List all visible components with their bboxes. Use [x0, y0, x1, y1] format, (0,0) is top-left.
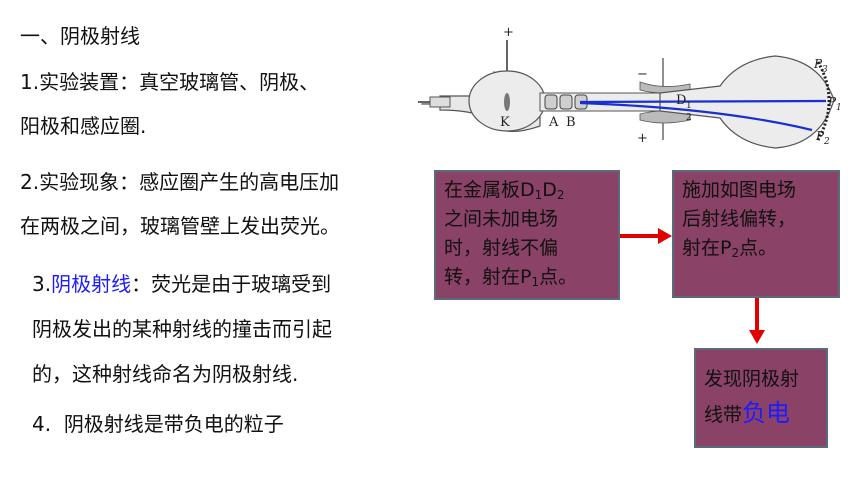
item-1-line1: 1.实验装置：真空玻璃管、阴极、: [20, 68, 319, 96]
item-3-line1: 3.阴极射线：荧光是由于玻璃受到: [32, 270, 331, 298]
arrow-right: [658, 228, 672, 244]
item-4-text: 阴极射线是带负电的粒子: [63, 412, 284, 436]
negative-charge-highlight: 负电: [742, 399, 791, 427]
item-4-prefix: 4.: [32, 412, 52, 436]
label-p2: P: [815, 129, 825, 143]
label-k: K: [500, 115, 510, 130]
label-a: A: [548, 115, 559, 130]
label-d1-sub: 1: [686, 101, 692, 111]
observation-box-with-field: 施加如图电场 后射线偏转， 射在P2点。: [672, 170, 840, 298]
beam-undeflected: [579, 99, 827, 104]
item-3-term: 阴极射线: [51, 272, 132, 296]
label-d2-sub: 2: [686, 113, 692, 123]
label-p1-sub: 1: [836, 103, 842, 113]
item-1-text: 实验装置：真空玻璃管、阴极、: [39, 70, 320, 94]
item-2-prefix: 2.: [20, 170, 40, 194]
label-p3-sub: 3: [822, 65, 828, 75]
item-2-line2: 在两极之间，玻璃管壁上发出荧光。: [20, 214, 340, 238]
arrow-down: [749, 330, 765, 344]
label-plus-bottom: +: [637, 131, 648, 146]
label-p1: P: [827, 95, 837, 109]
observation-box-no-field: 在金属板D1D2 之间未加电场 时，射线不偏 转，射在P1点。: [434, 170, 620, 300]
item-4: 4. 阴极射线是带负电的粒子: [32, 410, 284, 438]
item-3-line3: 的，这种射线命名为阴极射线.: [32, 362, 299, 386]
beam-deflected: [579, 101, 813, 132]
label-b: B: [566, 115, 576, 130]
item-2-text: 实验现象：感应圈产生的高电压加: [39, 170, 340, 194]
item-1-line2: 阳极和感应圈.: [20, 114, 147, 138]
label-d1: D: [676, 93, 686, 108]
section-heading: 一、阴极射线: [20, 24, 140, 48]
label-p2-sub: 2: [823, 137, 830, 147]
conclusion-box: 发现阴极射 线带负电: [694, 348, 828, 448]
item-3-line2: 阴极发出的某种射线的撞击而引起: [32, 317, 332, 341]
item-1-prefix: 1.: [20, 70, 40, 94]
item-3-text: ：荧光是由于玻璃受到: [131, 272, 332, 296]
label-p3: P: [813, 57, 823, 71]
item-3-prefix: 3.: [32, 272, 52, 296]
label-plus-top: +: [503, 25, 514, 40]
label-minus-right: −: [637, 67, 648, 82]
label-minus-left: −: [420, 97, 431, 112]
item-2-line1: 2.实验现象：感应圈产生的高电压加: [20, 168, 339, 196]
